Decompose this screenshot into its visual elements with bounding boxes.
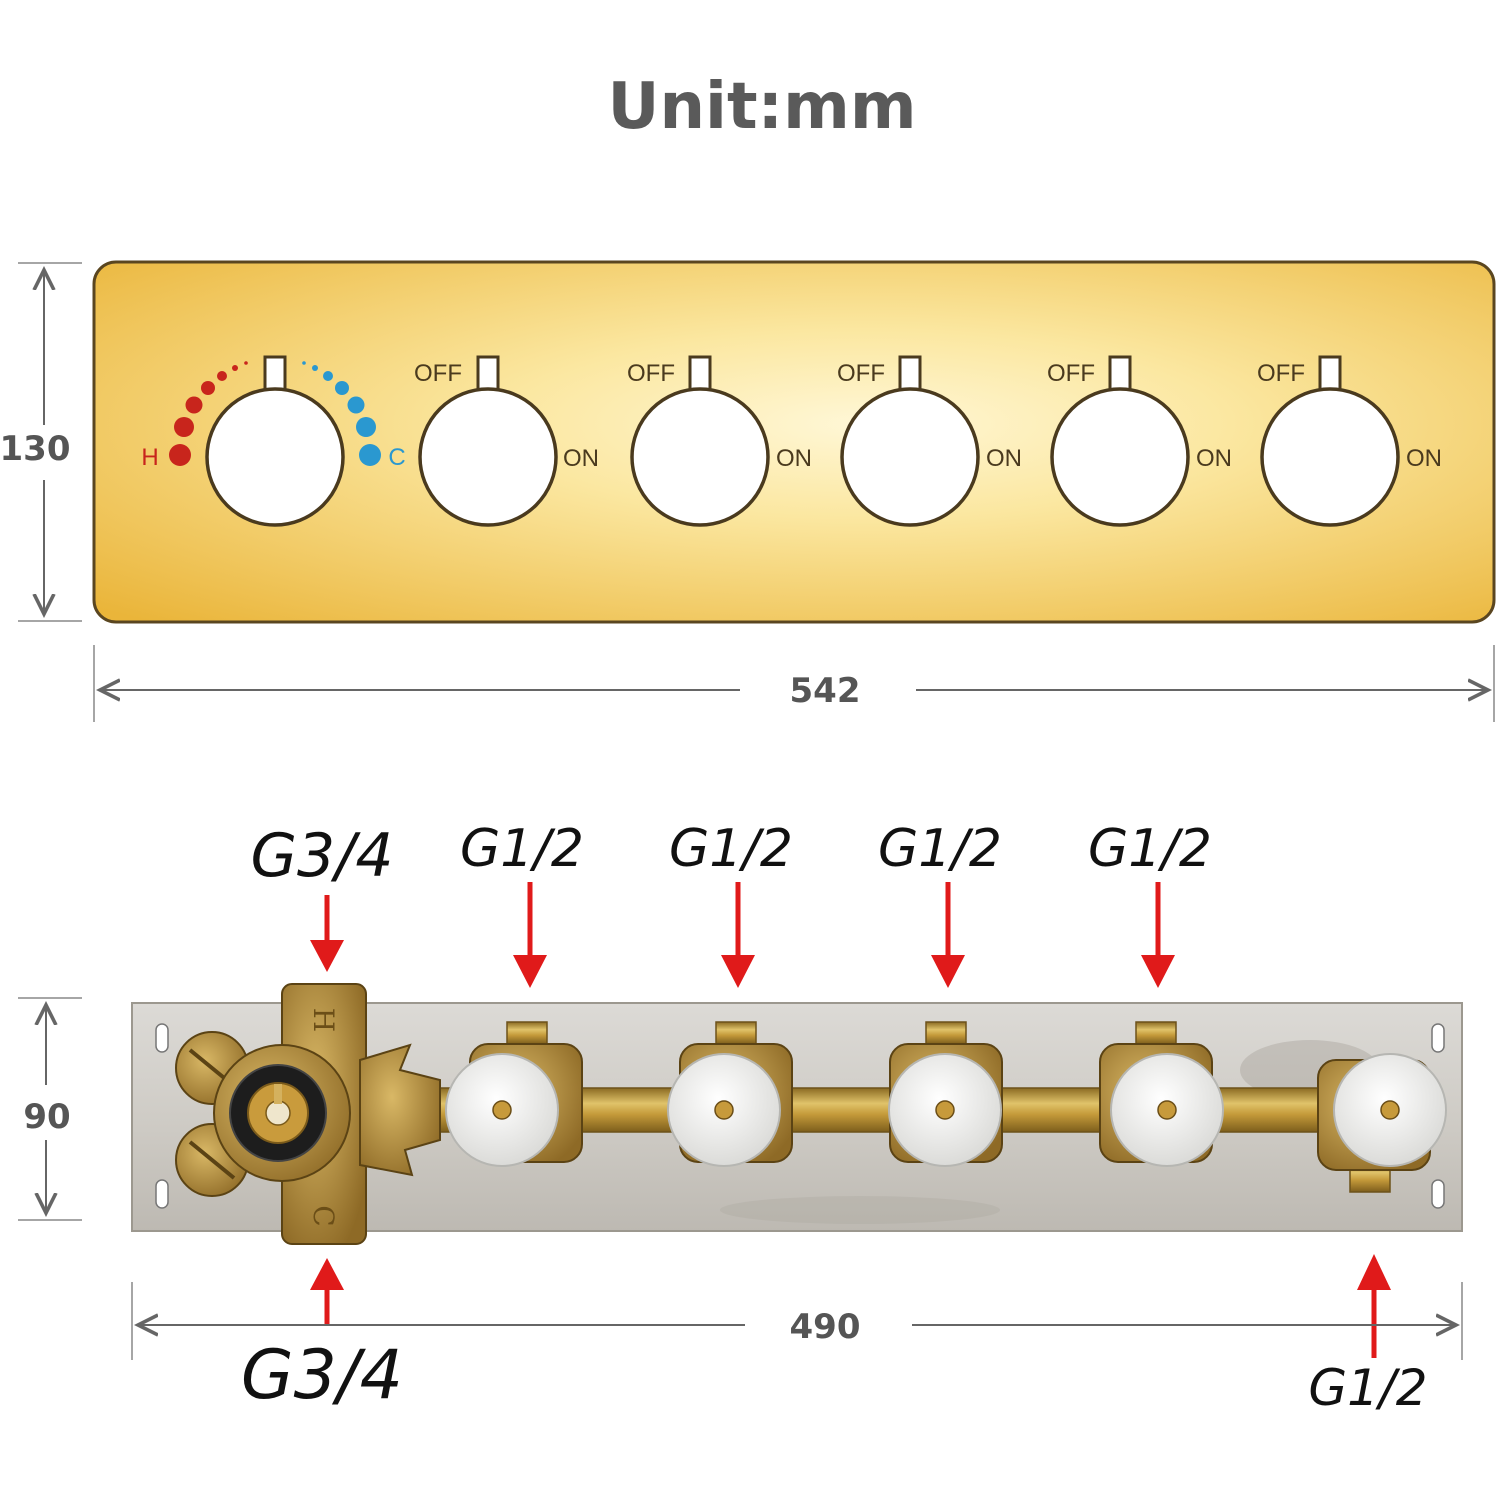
body-height-label: 90 bbox=[23, 1097, 70, 1137]
thermostatic-mixer-body: H C bbox=[175, 983, 441, 1245]
mount-slot bbox=[155, 1179, 169, 1209]
arrow-down-outlet-3 bbox=[931, 882, 965, 988]
diverter-cartridge-2 bbox=[667, 1021, 793, 1167]
diverter-cartridge-5 bbox=[1317, 1053, 1447, 1193]
off-label: OFF bbox=[1047, 360, 1095, 387]
arrow-down-outlet-2 bbox=[721, 882, 755, 988]
off-label: OFF bbox=[1257, 360, 1305, 387]
faceplate-height-label: 130 bbox=[0, 429, 70, 469]
cold-scale-dots bbox=[302, 361, 381, 466]
arrow-up-bottom-outlet bbox=[1357, 1254, 1391, 1358]
mount-slot bbox=[1431, 1023, 1445, 1053]
on-label: ON bbox=[1196, 445, 1232, 472]
valve-knob-3: OFF ON bbox=[837, 355, 1022, 527]
unit-title: Unit:mm bbox=[607, 70, 916, 144]
faceplate-height-dimension: 130 bbox=[0, 262, 82, 622]
hot-scale-dots bbox=[169, 361, 248, 466]
outlet-label-1: G1/2 bbox=[460, 819, 584, 879]
off-label: OFF bbox=[837, 360, 885, 387]
diverter-cartridge-1 bbox=[445, 1021, 583, 1167]
bottom-outlet-label: G1/2 bbox=[1308, 1359, 1427, 1417]
thermostat-knob: H C bbox=[141, 355, 406, 527]
off-label: OFF bbox=[627, 360, 675, 387]
body-width-label: 490 bbox=[790, 1307, 861, 1347]
outlet-label-2: G1/2 bbox=[669, 819, 793, 879]
body-casting-mark-c: C bbox=[307, 1205, 340, 1226]
valve-knob-5: OFF ON bbox=[1257, 355, 1442, 527]
diverter-cartridge-4 bbox=[1099, 1021, 1224, 1167]
arrow-down-outlet-4 bbox=[1141, 882, 1175, 988]
off-label: OFF bbox=[414, 360, 462, 387]
cold-label: C bbox=[388, 444, 405, 471]
on-label: ON bbox=[563, 445, 599, 472]
valve-knob-4: OFF ON bbox=[1047, 355, 1232, 527]
on-label: ON bbox=[986, 445, 1022, 472]
body-width-dimension: 490 bbox=[131, 1282, 1463, 1360]
mount-slot bbox=[155, 1023, 169, 1053]
valve-knob-1: OFF ON bbox=[414, 355, 599, 527]
faceplate-plate bbox=[92, 260, 1496, 624]
on-label: ON bbox=[776, 445, 812, 472]
faceplate: H C OFF ON OFF ON OFF ON OFF ON bbox=[92, 260, 1496, 624]
inlet-bottom-label: G3/4 bbox=[241, 1336, 403, 1415]
hot-label: H bbox=[141, 444, 158, 471]
body-casting-mark-h: H bbox=[307, 1008, 340, 1032]
faceplate-width-label: 542 bbox=[790, 671, 861, 711]
outlet-label-3: G1/2 bbox=[878, 819, 1002, 879]
on-label: ON bbox=[1406, 445, 1442, 472]
arrow-down-inlet bbox=[310, 895, 344, 972]
arrow-up-inlet bbox=[310, 1258, 344, 1325]
diverter-cartridge-3 bbox=[888, 1021, 1003, 1167]
outlet-label-4: G1/2 bbox=[1088, 819, 1212, 879]
mount-slot bbox=[1431, 1179, 1445, 1209]
faceplate-width-dimension: 542 bbox=[93, 645, 1495, 722]
valve-knob-2: OFF ON bbox=[627, 355, 812, 527]
arrow-down-outlet-1 bbox=[513, 882, 547, 988]
inlet-top-label: G3/4 bbox=[250, 821, 393, 891]
port-arrows bbox=[310, 882, 1391, 1358]
body-height-dimension: 90 bbox=[18, 997, 82, 1221]
